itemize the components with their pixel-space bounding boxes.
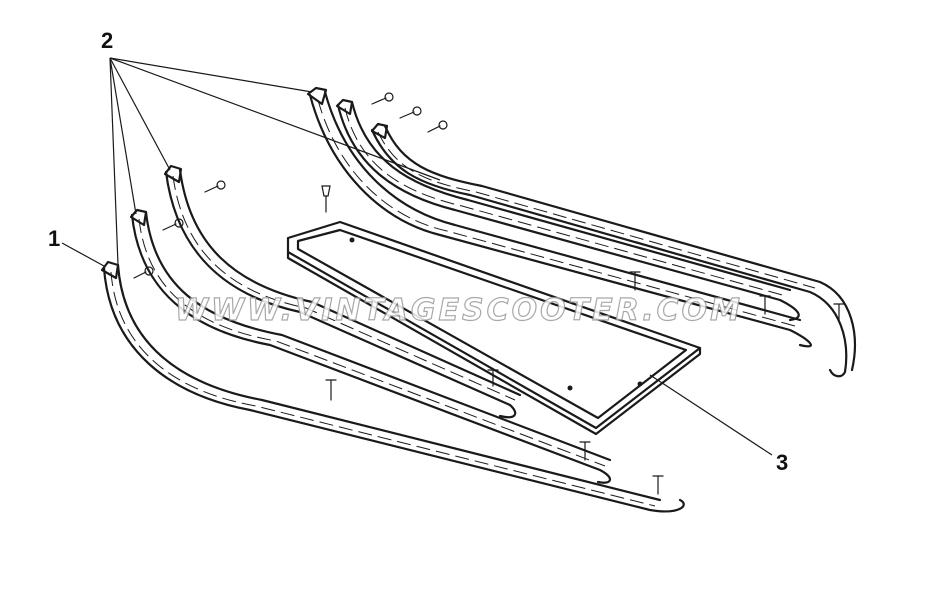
screw-12	[325, 379, 337, 401]
screw-11	[487, 369, 499, 387]
screw-6	[133, 266, 154, 279]
screw-5	[162, 218, 184, 231]
callout-part-2: 2	[101, 28, 114, 53]
callout-part-1: 1	[48, 226, 61, 251]
screw-set	[133, 92, 845, 495]
screw-2	[399, 106, 422, 119]
screw-8	[629, 271, 641, 291]
leader-lines	[61, 57, 773, 456]
screw-1	[371, 92, 394, 105]
screw-7	[321, 185, 331, 213]
trim-strip-rear-2	[335, 98, 800, 322]
trim-strip-rear-1	[306, 86, 812, 348]
screw-10	[833, 303, 845, 321]
trim-strip-front-3	[163, 164, 522, 419]
screw-3	[427, 120, 448, 133]
screw-9	[759, 295, 771, 315]
trim-strip-rear-3	[370, 122, 856, 378]
floor-mat	[286, 220, 702, 436]
screw-14	[652, 475, 664, 495]
trim-strip-front-2	[129, 208, 612, 484]
screw-4	[204, 180, 226, 193]
watermark: WWW.VINTAGESCOOTER.COM	[175, 293, 743, 328]
screw-13	[579, 441, 591, 461]
callout-part-3: 3	[776, 450, 789, 475]
